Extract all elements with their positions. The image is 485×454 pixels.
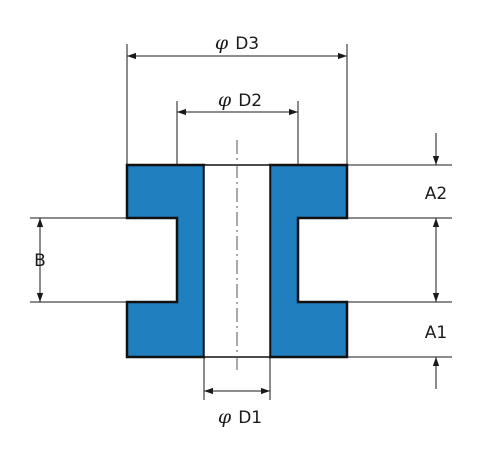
a2-label: A2: [425, 184, 447, 204]
right-section: [268, 163, 349, 359]
b-label: B: [34, 251, 46, 271]
a1-label: A1: [425, 323, 447, 343]
left-section: [125, 163, 206, 359]
